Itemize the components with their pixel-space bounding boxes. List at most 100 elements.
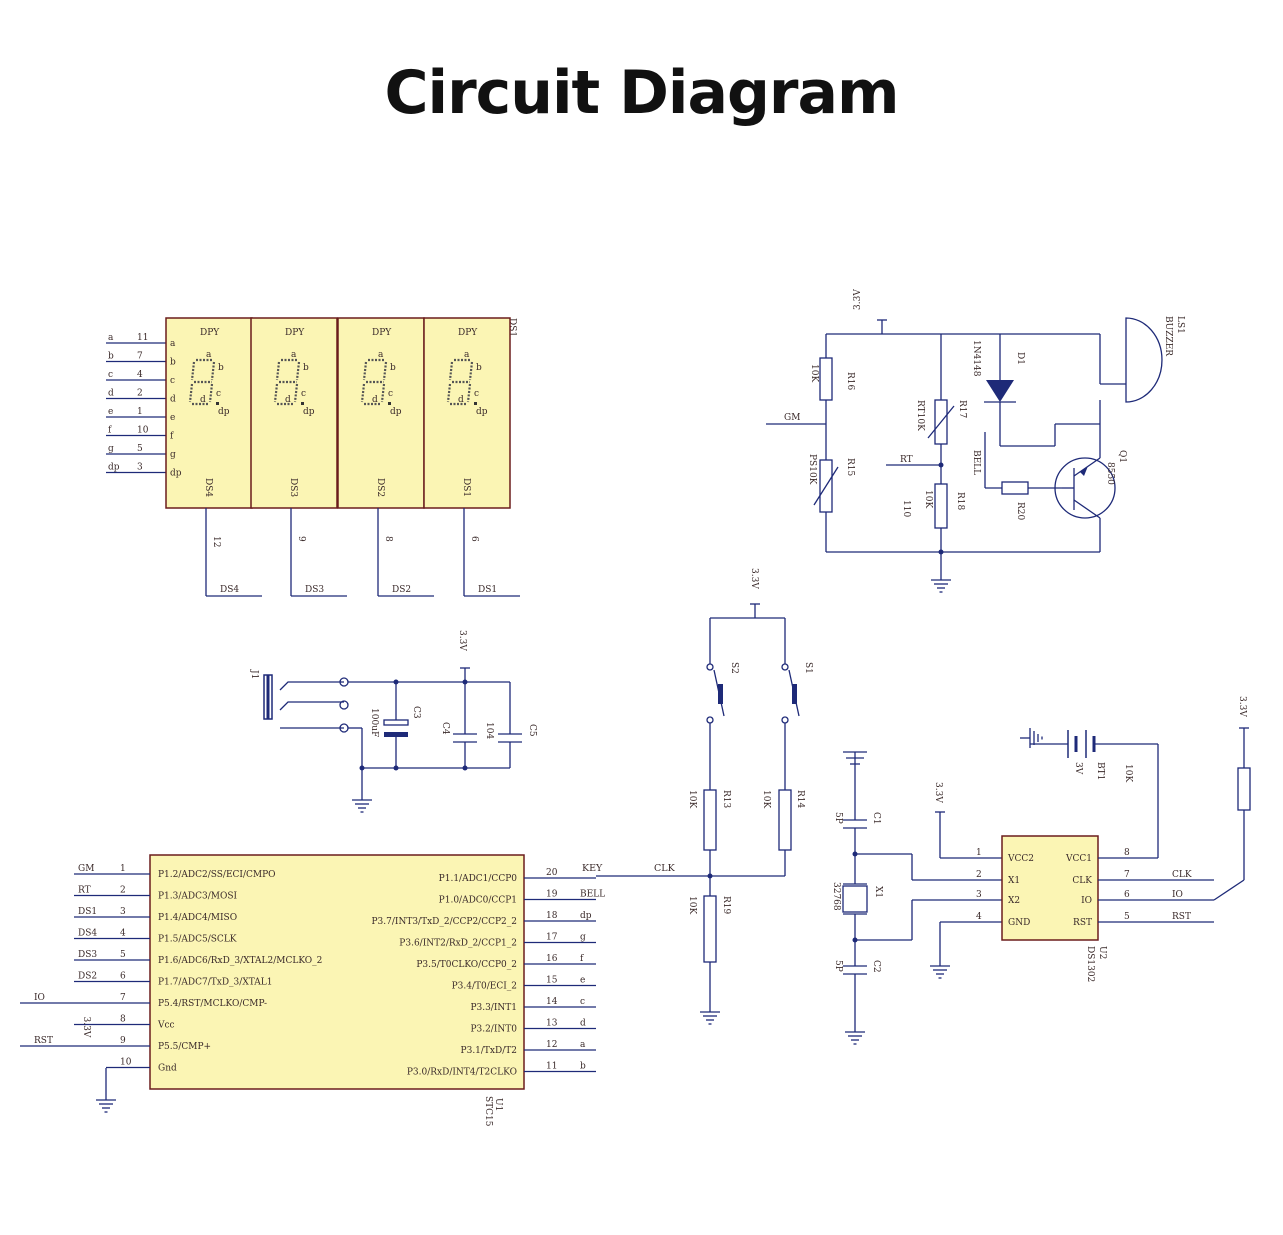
segment-letter: a [170,339,176,349]
segment-pin-number: 7 [137,352,143,362]
digit-common-pin: 6 [469,536,479,542]
mcu-pin-number: 8 [120,1015,126,1025]
mcu-right-net: b [580,1062,586,1072]
rtc-pin-number: 7 [1124,870,1130,880]
mcu-pin-number: 6 [120,972,126,982]
mcu-right-net: BELL [580,890,605,900]
r14-resistor [778,789,792,851]
segment-letter-inner: a [206,350,212,360]
c5-label: C5 [527,724,537,737]
rtc-pin-number: 8 [1124,848,1130,858]
segment-letter-inner: d [285,395,291,405]
mcu-pin-number: 19 [546,890,558,900]
page-title: Circuit Diagram [384,58,899,128]
bell-net-label: BELL [971,450,981,475]
segment-letter-inner: c [388,389,393,399]
mcu-right-net: f [580,954,584,964]
r16-label: R16 [845,372,855,391]
ls1-label: LS1 [1175,316,1185,334]
mcu-pin-number: 10 [120,1058,132,1068]
r14-label: R14 [795,790,805,809]
r20-label: R20 [1015,502,1025,521]
display-ref: DS1 [507,318,517,337]
r18-extra: 110 [901,500,911,517]
rtc-pin-label: RST [1073,918,1092,928]
mcu-pin-number: 1 [120,864,126,874]
digit-dpy-label: DPY [458,328,478,338]
mcu-left-net: DS4 [78,929,97,939]
digit-net-label: DS1 [478,585,497,595]
mcu-pin-label: Vcc [157,1021,175,1031]
segment-stroke [468,361,474,381]
switches-section: 3.3V S2 S1 R13 10K R14 10K 10K R19 [687,568,813,1025]
segment-letter-inner: b [476,363,482,373]
mcu-right-net: d [580,1019,586,1029]
decimal-point [216,402,219,405]
rtc-part: DS1302 [1085,946,1095,982]
segment-letter-inner: b [218,363,224,373]
segment-letter: c [170,376,175,386]
segment-letter: g [170,450,176,460]
segment-letter-inner: c [216,389,221,399]
segment-pin-number: 3 [137,463,143,473]
s2-pushbutton [718,684,723,704]
d1-part: 1N4148 [971,340,981,377]
segment-pin-number: 5 [137,444,143,454]
mcu-pin-label: P3.3/INT1 [470,1003,517,1013]
digit-dpy-label: DPY [285,328,305,338]
mcu-pin-label: P1.7/ADC7/TxD_3/XTAL1 [158,978,272,988]
digit-ref-label: DS4 [203,478,213,497]
buzzer-label: BUZZER [1163,316,1173,356]
key-net-label: KEY [582,863,603,874]
c4-value: 104 [484,722,494,739]
segment-stroke [360,383,366,403]
r13-resistor [703,789,717,851]
bt1-value: 3V [1073,762,1083,775]
x1-crystal [842,885,868,913]
mcu-pin-label: P3.5/T0CLKO/CCP0_2 [416,960,517,970]
r17-label: R17 [957,400,967,419]
segment-pin-number: 10 [137,426,149,436]
power-input-section: 3.3V J1 C3 100uF C4 104 C5 [249,630,537,813]
power-vcc-label: 3.3V [457,630,467,651]
mcu-pin-label: P1.4/ADC4/MISO [158,913,237,923]
mcu-pin-number: 9 [120,1036,126,1046]
segment-letter-inner: d [372,395,378,405]
segment-stroke [380,383,386,403]
r16-value: 10K [809,364,819,382]
mcu-pin-label: Gnd [158,1064,177,1074]
r17-value: RT10K [915,400,925,431]
segment-pin-number: 11 [137,333,148,343]
segment-letter: f [170,432,174,442]
segment-letter-inner: a [291,350,297,360]
digit-common-pin: 8 [383,536,393,542]
digit-net-label: DS4 [220,585,239,595]
mcu-left-net: DS3 [78,950,97,960]
q1-part: 8550 [1105,462,1115,485]
segment-net-label: g [108,444,114,454]
mcu-pin-label: P3.7/INT3/TxD_2/CCP2/CCP2_2 [371,917,517,927]
mcu-pin-label: P1.2/ADC2/SS/ECI/CMPO [158,870,276,880]
segment-letter-inner: b [390,363,396,373]
mcu-pin-label: P1.1/ADC1/CCP0 [439,874,518,884]
segment-net-label: c [108,370,113,380]
mcu-left-net: DS1 [78,907,97,917]
rtc-pin-number: 5 [1124,912,1130,922]
c3-capacitor [383,719,409,726]
segment-letter-inner: dp [303,407,315,417]
digit-dpy-label: DPY [372,328,392,338]
segment-letter-inner: d [458,395,464,405]
rtc-r-value: 10K [1123,764,1133,782]
rtc-pullup-resistor [1237,767,1251,811]
rtc-pin-number: 3 [976,890,982,900]
mcu-right-net: a [580,1040,586,1050]
ls1-buzzer [1125,317,1163,403]
d1-label: D1 [1015,352,1025,365]
digit-common-pin: 9 [296,536,306,542]
r16-resistor [819,357,833,401]
r18-resistor [934,483,948,529]
